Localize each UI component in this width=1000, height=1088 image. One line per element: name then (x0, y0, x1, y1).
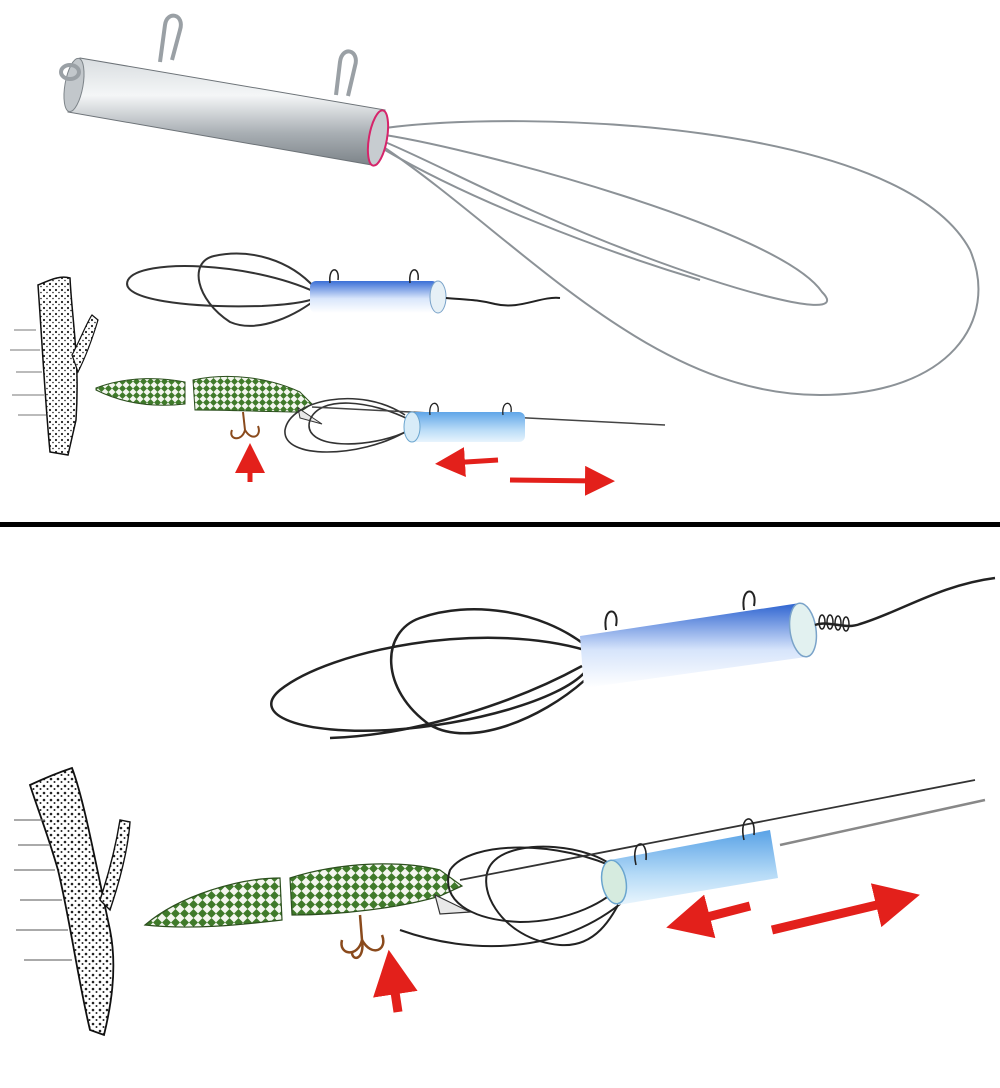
snag-scene-small (10, 276, 666, 496)
small-eyelets (329, 269, 419, 284)
bottom-panel (0, 528, 1000, 1088)
arrow-up-large (373, 949, 418, 1013)
fishing-line-large (459, 779, 976, 881)
snag-scene-large (14, 766, 986, 1037)
large-twist-leader (814, 576, 996, 628)
large-blue-cylinder (580, 602, 818, 688)
small-wire-loops (126, 252, 316, 327)
lure-large (143, 863, 473, 928)
twist-coils (818, 614, 850, 632)
top-panel (0, 0, 1000, 522)
direction-arrows-large (373, 883, 920, 1013)
hook-large (340, 914, 385, 960)
retriever-photo (59, 13, 980, 397)
arrow-left-small (435, 447, 499, 478)
branch-large (14, 766, 131, 1037)
arrow-right-small (509, 465, 615, 496)
lure-small (95, 375, 323, 425)
small-twist-leader (445, 296, 561, 307)
arrow-left-large (666, 894, 752, 939)
snag-wire-loops-large (399, 845, 626, 947)
large-wire-loops (270, 608, 586, 740)
branch-small (10, 276, 99, 456)
leader-line-large (779, 798, 986, 847)
large-eyelets (604, 590, 756, 631)
small-blue-cylinder (310, 280, 447, 314)
arrow-right-large (770, 883, 920, 935)
slider-cylinder-large (600, 818, 778, 905)
cylinder-eyelets (59, 13, 358, 97)
photo-wire-loops (384, 120, 980, 397)
retriever-diagram-large (270, 576, 996, 740)
snag-wire-loops (284, 397, 411, 453)
metal-cylinder (63, 57, 390, 167)
slider-cylinder-small (403, 402, 525, 443)
direction-arrows-small (235, 443, 615, 496)
panel-separator (0, 522, 1000, 527)
hook-small (230, 411, 260, 440)
retriever-diagram-small (126, 252, 561, 327)
